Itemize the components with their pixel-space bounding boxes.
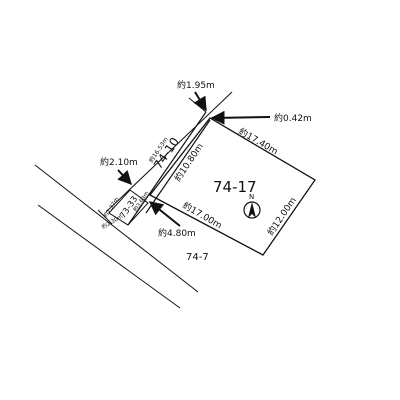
road-line-upper xyxy=(34,164,199,293)
tick-bottom xyxy=(97,209,113,225)
north-label: N xyxy=(249,193,254,201)
lot-label-74-17: 74-17 xyxy=(213,178,257,196)
arrow-corner-right xyxy=(210,110,271,125)
north-compass-icon: N xyxy=(243,193,261,219)
boundary-line-strip xyxy=(145,119,211,214)
road-line-lower xyxy=(37,204,181,309)
main-lot-outline xyxy=(149,117,316,256)
arrow-access-width xyxy=(148,201,181,227)
measure-frontage-top: 約1.95m xyxy=(177,79,215,91)
measure-access-width: 約4.80m xyxy=(158,227,196,239)
measure-corner-right: 約0.42m xyxy=(274,112,312,124)
measure-near-small: 約2.10m xyxy=(100,156,138,168)
measure-right-edge: 約12.00m xyxy=(265,195,299,238)
arrow-frontage-top xyxy=(193,91,207,112)
arrow-near-small xyxy=(117,169,132,186)
lot-label-74-7: 74-7 xyxy=(186,252,209,263)
small-lot-outline xyxy=(108,189,149,226)
measure-top-edge: 約17.40m xyxy=(237,125,281,157)
boundary-line-inner xyxy=(127,111,207,226)
